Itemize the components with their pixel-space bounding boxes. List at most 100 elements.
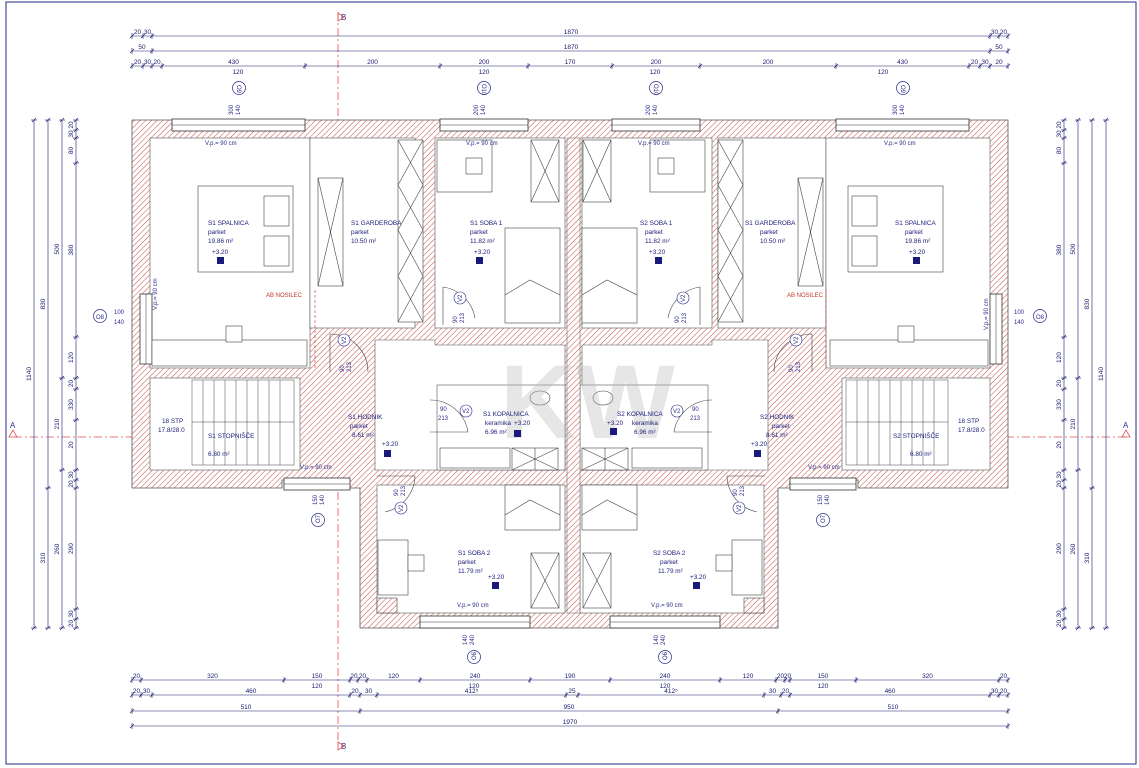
svg-text:100: 100 [1014,310,1025,316]
svg-text:+3.20: +3.20 [751,441,768,448]
svg-text:parket: parket [458,559,476,566]
svg-text:300: 300 [229,104,235,115]
svg-text:S2 KOPALNICA: S2 KOPALNICA [617,411,663,418]
svg-text:100: 100 [114,310,125,316]
dimension-value: 120 [1056,352,1063,363]
svg-text:140: 140 [653,104,659,115]
dimension-value: 310 [40,552,47,563]
svg-text:V2: V2 [737,504,743,512]
svg-text:S1 SOBA 2: S1 SOBA 2 [458,550,491,557]
svg-text:+3.20: +3.20 [649,249,666,256]
svg-text:O8: O8 [96,315,105,321]
dimension-value: 30 [1056,130,1063,138]
dimension-value: 30 [1056,610,1063,618]
dimension-value: 190 [565,673,576,680]
svg-text:S2 SOBA 1: S2 SOBA 1 [640,220,673,227]
dimension-value: 20 [971,59,979,66]
svg-text:+3.20: +3.20 [909,249,926,256]
dimension-value: 20 [1056,480,1063,488]
svg-text:V2: V2 [342,336,348,344]
svg-text:O10: O10 [480,84,486,96]
dimension-value: 120 [660,683,671,690]
svg-text:150: 150 [818,494,824,505]
dimension-value: 20 [995,59,1003,66]
sheet-frame [5,1,1137,765]
svg-text:213: 213 [682,312,688,323]
dimension-value: 150 [312,673,323,680]
dimension-value: 290 [1056,543,1063,554]
wardrobes [317,139,824,609]
dimension-value: 30 [1056,471,1063,479]
svg-text:10.50 m²: 10.50 m² [351,238,376,245]
dimension-value: 200 [763,59,774,66]
dimension-value: 830 [1084,298,1091,309]
svg-text:O6: O6 [472,651,478,660]
room-labels: S1 SPALNICA parket 19.86 m² +3.20 S1 GARDE… [158,220,985,581]
dimension-value: 30 [68,471,75,479]
svg-text:213: 213 [796,361,802,372]
dimension-value: 20 [1056,121,1063,129]
svg-text:keramika: keramika [485,420,511,427]
svg-text:V.p.= 90 cm: V.p.= 90 cm [300,465,332,471]
svg-text:V2: V2 [794,336,800,344]
dimension-value: 20 [133,688,141,695]
dimension-value: 120 [68,352,75,363]
dimension-value: 20 [1056,620,1063,628]
dimension-value: 1140 [1098,367,1105,381]
svg-text:19.86 m²: 19.86 m² [905,238,930,245]
svg-text:parket: parket [470,229,488,236]
svg-text:140: 140 [1014,320,1025,326]
svg-text:S2 SOBA 2: S2 SOBA 2 [653,550,686,557]
svg-text:parket: parket [208,229,226,236]
svg-text:V2: V2 [673,409,681,415]
dimension-value: 30 [365,688,373,695]
svg-text:140: 140 [481,104,487,115]
dimension-value: 30 [769,688,777,695]
svg-text:213: 213 [401,485,407,496]
svg-text:S1 GARDEROBA: S1 GARDEROBA [745,220,796,227]
svg-text:S1 SPALNICA: S1 SPALNICA [208,220,249,227]
section-a-label-left: A [10,421,16,430]
svg-text:17.8/28.0: 17.8/28.0 [958,427,985,434]
svg-text:V.p.= 90 cm: V.p.= 90 cm [466,141,498,147]
svg-text:140: 140 [236,104,242,115]
svg-text:11.79 m²: 11.79 m² [658,568,683,575]
dimension-value: 30 [144,29,152,36]
dimension-value: 20 [359,673,367,680]
dimension-value: 20 [134,29,142,36]
svg-text:6.80 m²: 6.80 m² [208,451,230,458]
window-frames [139,118,1003,629]
svg-text:10.50 m²: 10.50 m² [760,238,785,245]
svg-text:213: 213 [690,416,701,422]
dimension-value: 50 [995,44,1003,51]
dimension-value: 20 [1000,29,1008,36]
dimension-value: 25 [568,688,576,695]
window-sizes: 140 300 140 200 140 200 140 300 140 100 … [114,104,1025,645]
svg-text:90: 90 [340,365,346,372]
svg-text:O7: O7 [316,514,322,523]
svg-text:+3.20: +3.20 [607,420,624,427]
svg-text:+3.20: +3.20 [382,441,399,448]
svg-text:11.79 m²: 11.79 m² [458,568,483,575]
dimension-value: 120 [312,683,323,690]
svg-text:V2: V2 [462,409,470,415]
dimension-value: 30 [991,688,999,695]
svg-text:S1 GARDEROBA: S1 GARDEROBA [351,220,402,227]
svg-text:S1 KOPALNICA: S1 KOPALNICA [483,411,529,418]
dimension-value: 200 [479,59,490,66]
dimension-value: 30 [68,130,75,138]
furniture [151,139,989,614]
svg-text:90: 90 [394,489,400,496]
section-a-label-right: A [1123,421,1129,430]
svg-text:S2 HODNIK: S2 HODNIK [760,414,795,421]
svg-text:O9: O9 [235,85,241,94]
dimension-value: 120 [233,69,244,76]
